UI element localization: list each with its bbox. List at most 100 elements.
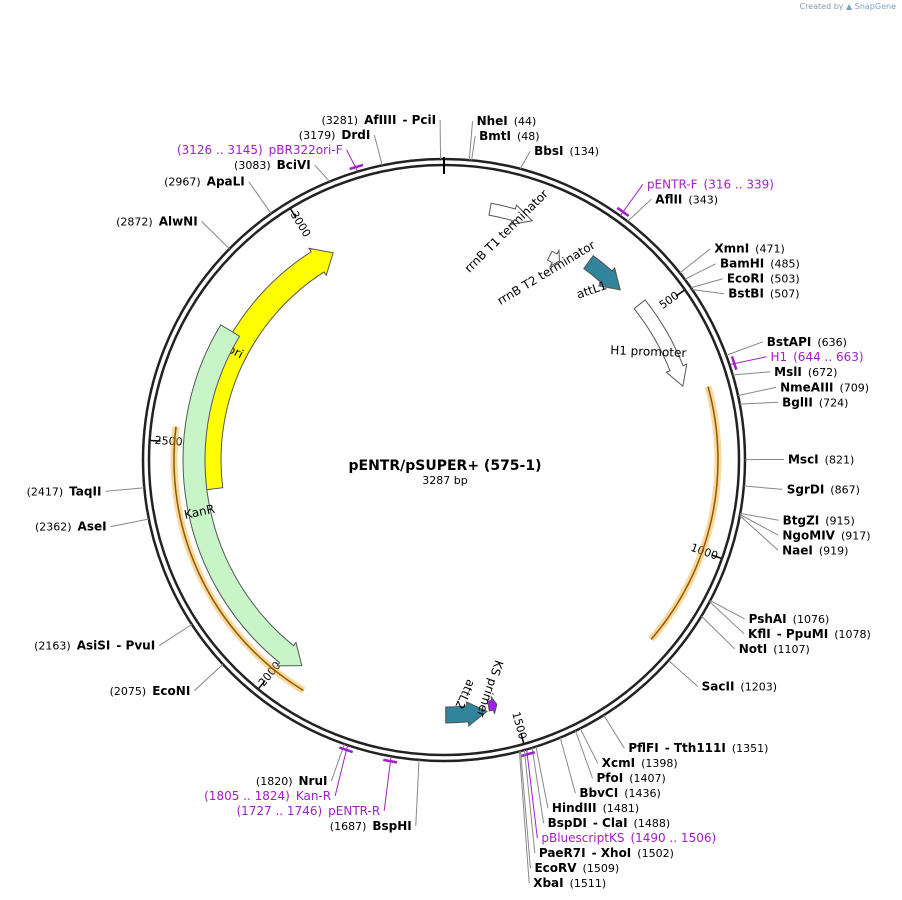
primer-label: (3126 .. 3145)pBR322ori-F [177,143,343,157]
site-leader-line [471,136,476,161]
site-leader-line [743,485,783,490]
site-leader-line [519,150,531,170]
site-label: NheI(44) [477,114,537,128]
site-pos-label: (1407) [629,772,666,785]
site-name: BbvCI [579,786,618,800]
scale-tick [675,289,685,297]
site-label: BamHI(485) [720,257,800,271]
site-leader-line [201,221,230,250]
site-name: TaqII [69,484,101,498]
site-label: XbaI(1511) [533,876,606,890]
svg-text:BglII(724): BglII(724) [782,395,848,409]
site-pos-label: (636) [817,336,847,349]
site-name: BglII [782,395,813,409]
site-leader-line [373,134,383,166]
site-extra: - ClaI [593,816,628,830]
scale-tick [520,733,525,744]
site-name: HindIII [552,801,597,815]
site-leader-line [383,756,392,811]
site-pos-label: (672) [808,366,838,379]
snapgene-logo-icon: ▲ [846,2,853,11]
site-name: SgrDI [787,482,825,496]
site-leader-line [668,660,698,687]
site-pos-label: (3281) [321,114,358,127]
site-name: XmnI [714,242,749,256]
site-pos-label: (919) [819,544,849,557]
site-pos-label: (48) [517,130,540,143]
site-label: NmeAIII(709) [780,380,869,394]
feature-label: KS primer [474,658,506,719]
primer-bind-mark [339,746,354,754]
site-leader-line [105,487,145,492]
svg-text:(1687)BspHI: (1687)BspHI [330,819,412,833]
site-name: NaeI [782,543,813,557]
site-leader-line [737,386,777,397]
svg-text:EcoRI(503): EcoRI(503) [727,272,800,286]
site-label: BtgZI(915) [783,513,855,527]
svg-text:XcmI(1398): XcmI(1398) [602,756,678,770]
site-leader-line [732,371,771,376]
site-leader-line [679,248,711,274]
site-name: NotI [739,642,768,656]
svg-text:XmnI(471): XmnI(471) [714,242,784,256]
svg-text:(2872)AlwNI: (2872)AlwNI [116,214,198,228]
scale-tick [711,554,722,559]
scale-tick-label: 2500 [154,434,183,449]
feature-label: rrnB T1 terminator [462,187,551,275]
site-label: BbvCI(1436) [579,786,660,800]
site-pos-label: (2967) [164,176,201,189]
feature-arrow-ks-primer [486,696,498,715]
site-name: BspDI [548,816,587,830]
site-name: AfIIII [364,113,396,127]
site-pos-label: (343) [688,193,718,206]
site-name: BspHI [372,819,411,833]
site-leader-line [690,278,723,289]
site-label: MscI(821) [788,453,854,467]
svg-text:(1805 .. 1824)Kan-R: (1805 .. 1824)Kan-R [204,789,331,803]
site-name: BciVI [277,158,311,172]
svg-text:PaeR7I- XhoI(1502): PaeR7I- XhoI(1502) [539,846,674,860]
primer-label: (1727 .. 1746)pENTR-R [236,804,380,818]
site-pos-label: (2417) [27,485,64,498]
site-pos-label: (134) [569,145,599,158]
site-leader-line [739,514,779,536]
primer-bind-mark [383,758,398,764]
site-pos-label: (2163) [34,640,71,653]
svg-text:(3126 .. 3145)pBR322ori-F: (3126 .. 3145)pBR322ori-F [177,143,343,157]
site-pos-label: (821) [825,454,855,467]
svg-text:pBluescriptKS(1490 .. 1506): pBluescriptKS(1490 .. 1506) [541,831,716,845]
site-pos-label: (3179) [299,129,336,142]
feature-arrow-kanr [182,324,303,667]
site-leader-line [739,401,779,405]
svg-text:SacII(1203): SacII(1203) [702,679,777,693]
credit-brand: SnapGene [854,2,896,11]
svg-text:BstAPI(636): BstAPI(636) [767,335,847,349]
orf-highlight-band [648,385,722,642]
svg-text:KflI- PpuMI(1078): KflI- PpuMI(1078) [748,627,871,641]
site-label: (2362)AseI [35,520,107,534]
feature-arrow-h1-promoter [633,299,688,388]
primer-bind-mark [349,163,364,171]
primer-range: (1490 .. 1506) [630,831,716,845]
site-extra: - PpuMI [777,627,829,641]
site-label: PaeR7I- XhoI(1502) [539,846,674,860]
svg-text:(3179)DrdI: (3179)DrdI [299,128,371,142]
primer-bind-mark [616,206,630,218]
site-label: (2417) TaqII [27,484,102,498]
svg-text:BbvCI(1436): BbvCI(1436) [579,786,660,800]
svg-text:EcoRV(1509): EcoRV(1509) [534,861,619,875]
site-label: BglII(724) [782,395,848,409]
primer-range: (316 .. 339) [704,177,774,191]
scale-tick-label: 3000 [288,209,314,240]
site-name: EcoNI [152,684,190,698]
site-pos-label: (1509) [583,862,620,875]
site-label: EcoRV(1509) [534,861,619,875]
site-leader-line [518,751,530,884]
site-pos-label: (1107) [773,643,810,656]
svg-text:BbsI(134): BbsI(134) [534,144,599,158]
svg-text:(3083)BciVI: (3083)BciVI [234,158,311,172]
site-name: PshAI [749,612,787,626]
site-label: MslI(672) [774,365,837,379]
site-name: AsiSI [77,639,111,653]
